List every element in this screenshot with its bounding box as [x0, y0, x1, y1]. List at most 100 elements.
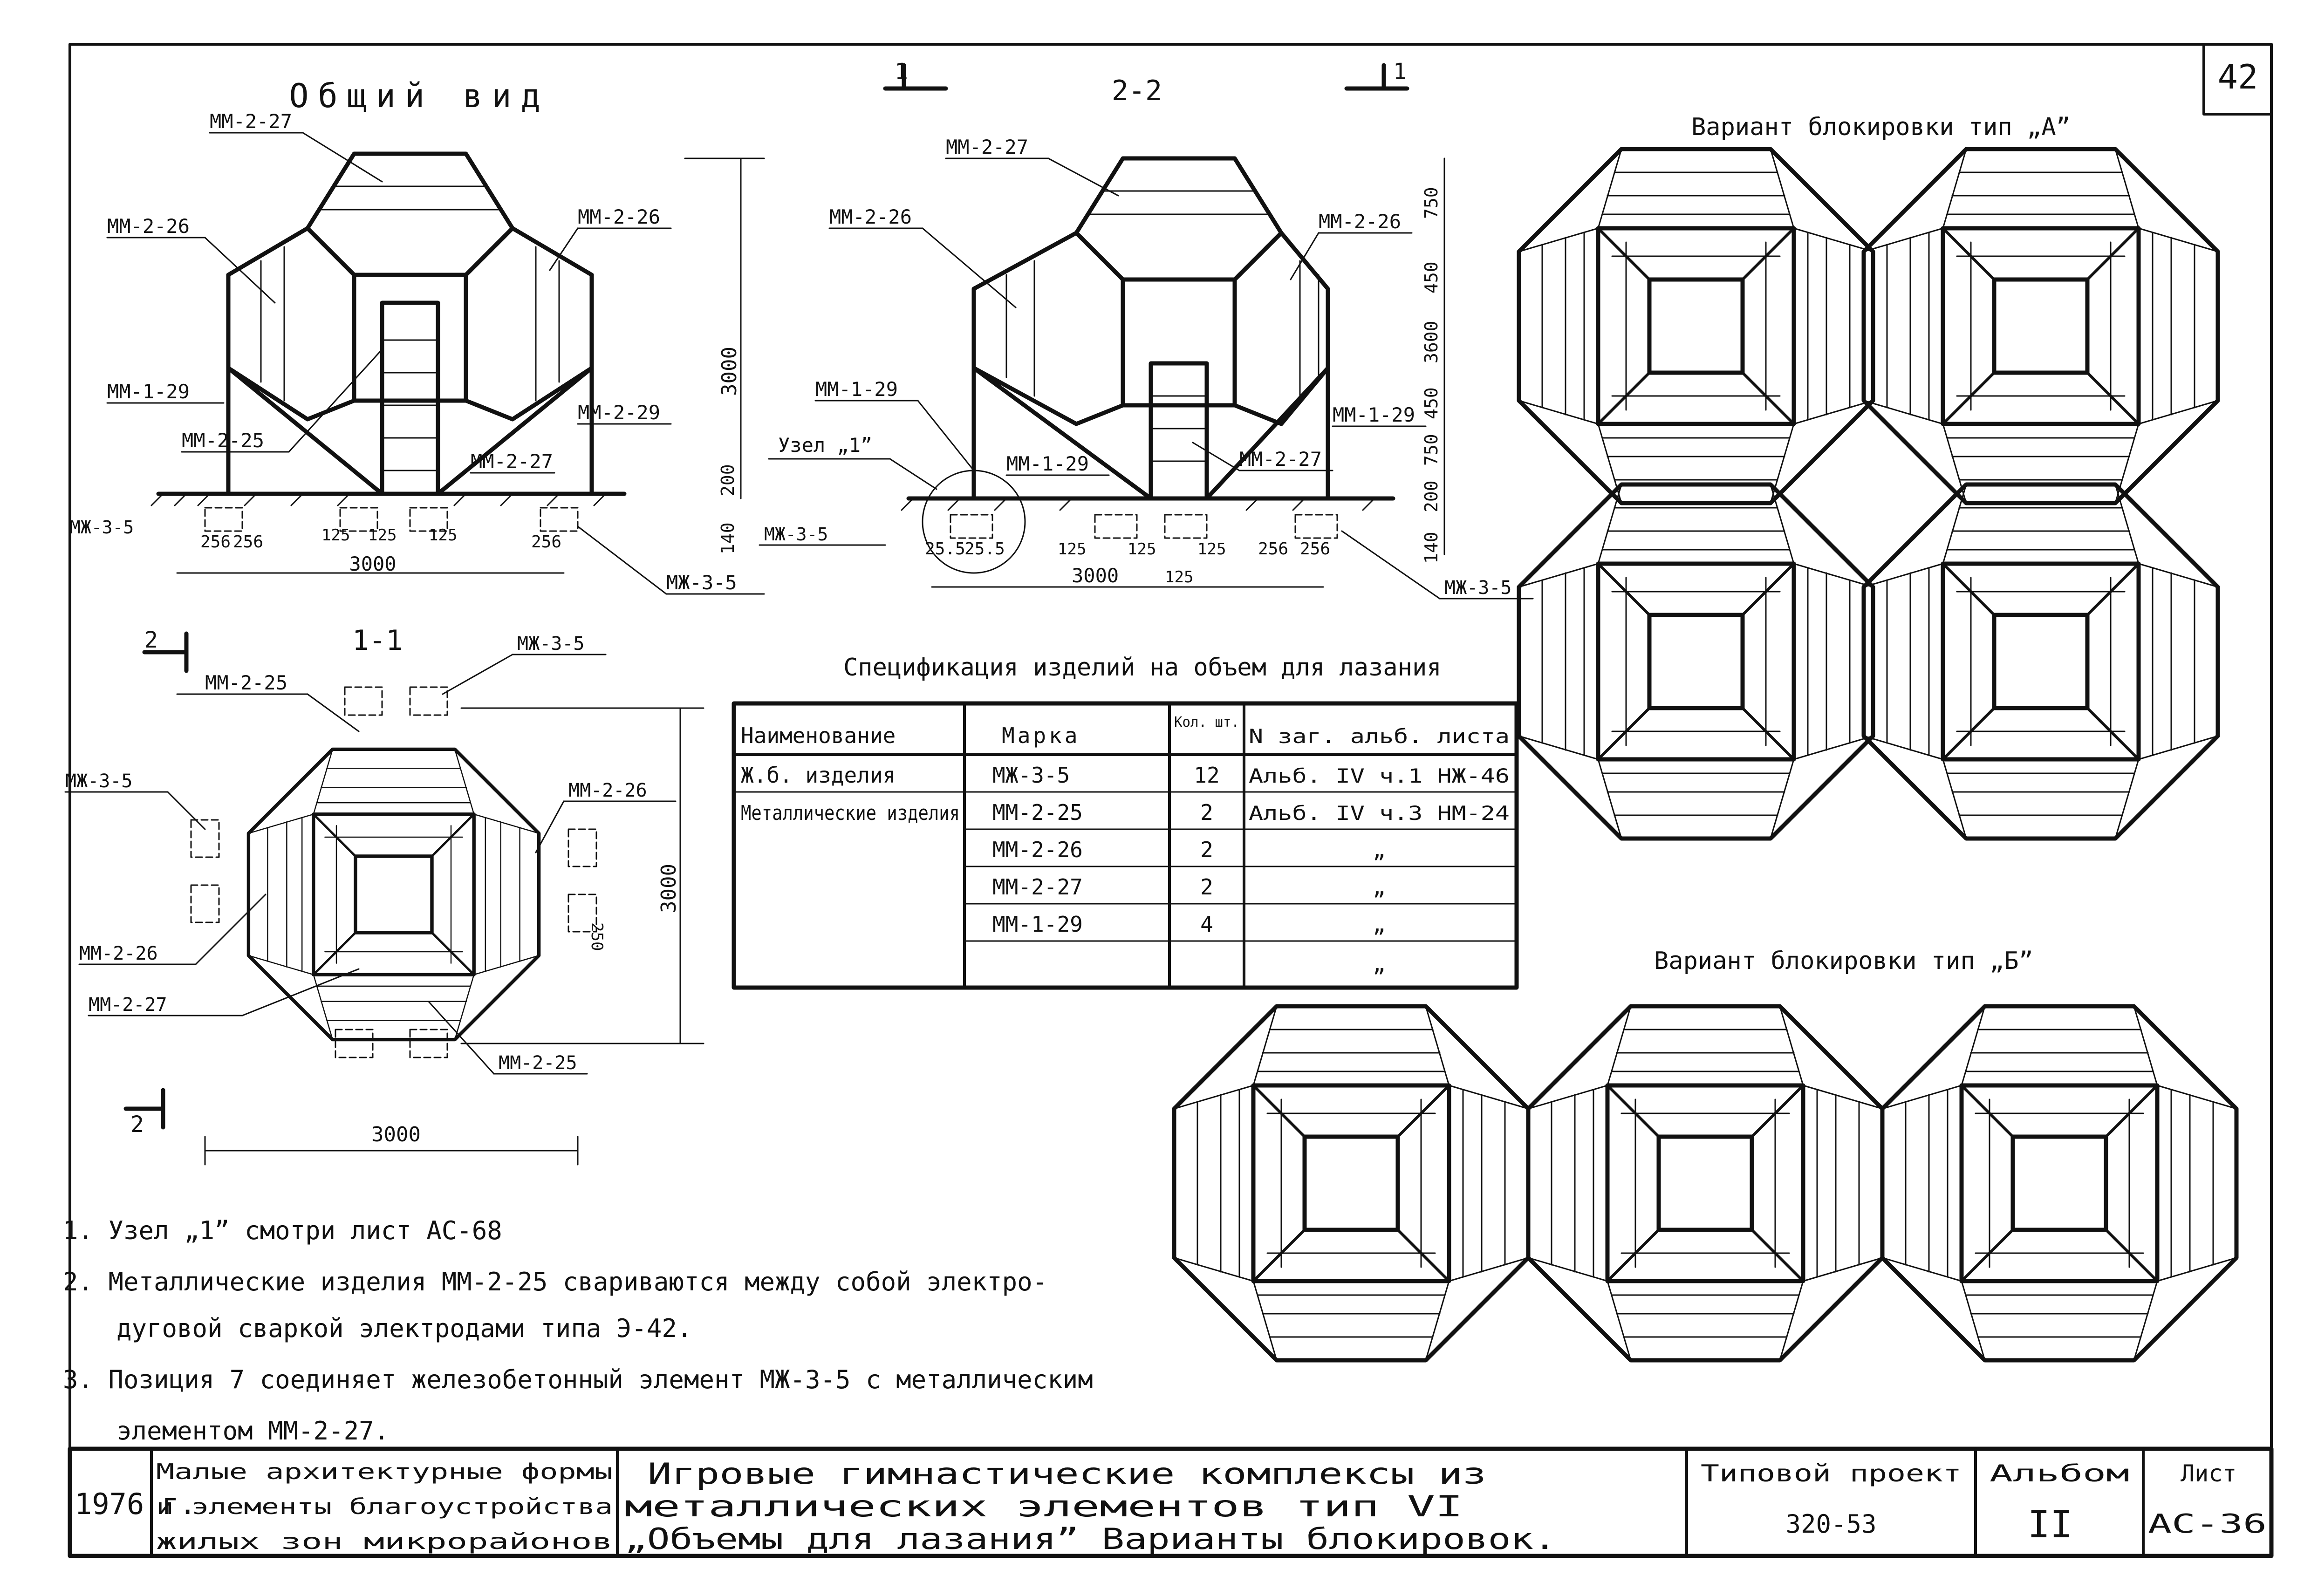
- note-3: 3. Позиция 7 соединяет железобетонный эл…: [63, 1365, 1093, 1394]
- svg-text:3000: 3000: [349, 552, 396, 575]
- svg-text:125: 125: [1197, 540, 1226, 559]
- svg-text:Типовой проект: Типовой проект: [1701, 1460, 1962, 1487]
- svg-text:МЖ-3-5: МЖ-3-5: [65, 771, 133, 792]
- notes: 1. Узел „1” смотри лист АС-68 2. Металли…: [63, 1216, 1093, 1446]
- note-2-cont: дуговой сваркой электродами типа Э-42.: [116, 1314, 692, 1343]
- svg-text:ММ-2-27: ММ-2-27: [946, 136, 1028, 158]
- svg-text:ММ-2-26: ММ-2-26: [1319, 210, 1401, 233]
- section-2-2: 1 2-2 1 3000 25.5 25.5 125 125 125 125: [684, 59, 1534, 600]
- svg-text:Ж.б. изделия: Ж.б. изделия: [741, 763, 896, 788]
- svg-text:25.5: 25.5: [925, 539, 965, 559]
- svg-text:140: 140: [1421, 532, 1442, 564]
- svg-text:ММ-2-26: ММ-2-26: [79, 943, 158, 964]
- svg-text:256: 256: [200, 532, 231, 552]
- svg-text:ММ-2-26: ММ-2-26: [992, 837, 1083, 862]
- svg-text:3000: 3000: [1072, 564, 1119, 587]
- svg-text:3600: 3600: [1421, 321, 1442, 363]
- svg-text:125: 125: [429, 526, 457, 545]
- section-1-1: 2 1-1 2 3000 250 3000 МЖ-3-5 ММ-2-25 МЖ-…: [64, 624, 704, 1166]
- svg-text:ММ-2-25: ММ-2-25: [182, 429, 264, 452]
- svg-text:256: 256: [1300, 539, 1330, 559]
- block-b-title: Вариант блокировки тип „Б”: [1654, 947, 2033, 975]
- svg-text:Наименование: Наименование: [741, 723, 896, 748]
- svg-text:Альбом: Альбом: [1990, 1460, 2129, 1487]
- svg-text:жилых зон микрорайонов: жилых зон микрорайонов: [156, 1529, 613, 1554]
- general-view-title: Общий вид: [289, 77, 549, 115]
- note-1: 1. Узел „1” смотри лист АС-68: [63, 1216, 502, 1245]
- svg-text:12: 12: [1194, 763, 1219, 788]
- svg-text:Альб. IV ч.1 НЖ-46: Альб. IV ч.1 НЖ-46: [1249, 764, 1510, 787]
- svg-text:Альб. IV ч.3 НМ-24: Альб. IV ч.3 НМ-24: [1249, 802, 1510, 825]
- svg-text:256: 256: [531, 532, 561, 552]
- svg-text:2: 2: [144, 627, 158, 653]
- section11-title: 1-1: [352, 624, 403, 657]
- svg-text:ММ-2-26: ММ-2-26: [107, 215, 190, 238]
- title-line-3: „Объемы для лазания” Варианты блокировок…: [624, 1522, 1556, 1556]
- title-line-1: Игровые гимнастические комплексы из: [648, 1457, 1486, 1491]
- svg-text:2: 2: [1200, 874, 1213, 900]
- svg-text:ММ-2-25: ММ-2-25: [992, 800, 1083, 825]
- svg-text:125: 125: [1058, 540, 1086, 559]
- title-block: 1976 г. Малые архитектурные формы и элем…: [68, 1446, 2274, 1558]
- svg-text:125: 125: [321, 526, 350, 545]
- svg-text:ММ-2-25: ММ-2-25: [205, 671, 287, 694]
- specification-table: Спецификация изделий на объем для лазани…: [732, 654, 1519, 990]
- sheet-number-box: [2202, 43, 2273, 116]
- svg-text:МЖ-3-5: МЖ-3-5: [666, 571, 737, 594]
- svg-text:ММ-1-29: ММ-1-29: [992, 912, 1083, 937]
- svg-text:„: „: [1373, 951, 1386, 976]
- svg-text:ММ-2-27: ММ-2-27: [89, 994, 167, 1016]
- sheet-number: 42: [2218, 57, 2258, 96]
- svg-text:МЖ-3-5: МЖ-3-5: [70, 517, 134, 538]
- project-number: 320-53: [1785, 1509, 1876, 1539]
- svg-text:1: 1: [1393, 59, 1407, 85]
- svg-text:2: 2: [1200, 800, 1213, 825]
- svg-text:и элементы благоустройства: и элементы благоустройства: [156, 1494, 613, 1519]
- svg-text:ММ-2-27: ММ-2-27: [992, 874, 1083, 900]
- svg-text:ММ-1-29: ММ-1-29: [1006, 452, 1089, 475]
- blocking-type-b: Вариант блокировки тип „Б”: [1174, 947, 2236, 1360]
- section22-title: 2-2: [1112, 75, 1162, 107]
- svg-text:25.5: 25.5: [964, 539, 1005, 559]
- svg-text:4: 4: [1200, 912, 1213, 937]
- svg-text:МЖ-3-5: МЖ-3-5: [764, 524, 828, 545]
- album-number: II: [2028, 1503, 2072, 1546]
- svg-text:250: 250: [588, 922, 606, 951]
- svg-text:ММ-2-26: ММ-2-26: [829, 205, 912, 228]
- svg-text:2: 2: [130, 1112, 144, 1138]
- svg-text:125: 125: [1165, 568, 1193, 587]
- note-3-cont: элементом ММ-2-27.: [116, 1416, 389, 1446]
- svg-text:МЖ-3-5: МЖ-3-5: [1444, 577, 1512, 599]
- svg-text:„: „: [1373, 837, 1386, 862]
- svg-text:Металлические изделия: Металлические изделия: [741, 801, 960, 825]
- block-a-title: Вариант блокировки тип „А”: [1691, 113, 2071, 141]
- svg-text:450: 450: [1421, 261, 1442, 293]
- svg-text:ММ-2-25: ММ-2-25: [499, 1052, 577, 1074]
- label-mm227: ММ-2-27: [210, 110, 292, 133]
- svg-text:256: 256: [233, 532, 263, 552]
- svg-text:Малые архитектурные формы: Малые архитектурные формы: [156, 1459, 613, 1484]
- svg-text:Кол. шт.: Кол. шт.: [1174, 714, 1239, 730]
- svg-text:Лист: Лист: [2181, 1460, 2236, 1487]
- svg-text:3000: 3000: [371, 1123, 421, 1146]
- svg-text:МЖ-3-5: МЖ-3-5: [517, 633, 585, 655]
- svg-text:2: 2: [1200, 837, 1213, 862]
- svg-text:ММ-1-29: ММ-1-29: [815, 378, 898, 401]
- svg-text:Марка: Марка: [1002, 723, 1080, 748]
- note-2: 2. Металлические изделия ММ-2-25 сварива…: [63, 1267, 1047, 1296]
- svg-text:125: 125: [1128, 540, 1156, 559]
- svg-text:ММ-2-29: ММ-2-29: [578, 401, 660, 424]
- svg-text:Узел „1”: Узел „1”: [778, 434, 872, 457]
- svg-text:750: 750: [1421, 434, 1442, 466]
- svg-text:1: 1: [895, 59, 908, 85]
- svg-text:ММ-1-29: ММ-1-29: [1333, 403, 1415, 426]
- svg-text:„: „: [1373, 874, 1386, 900]
- svg-text:ММ-2-27: ММ-2-27: [471, 450, 553, 473]
- svg-text:200: 200: [718, 464, 738, 496]
- svg-text:МЖ-3-5: МЖ-3-5: [992, 763, 1070, 788]
- blocking-type-a: Вариант блокировки тип „А”: [1519, 113, 2218, 839]
- svg-text:3000: 3000: [657, 864, 681, 913]
- general-view: Общий вид 3000 256 256 125 125 125 256 М…: [70, 77, 765, 595]
- svg-text:450: 450: [1421, 387, 1442, 419]
